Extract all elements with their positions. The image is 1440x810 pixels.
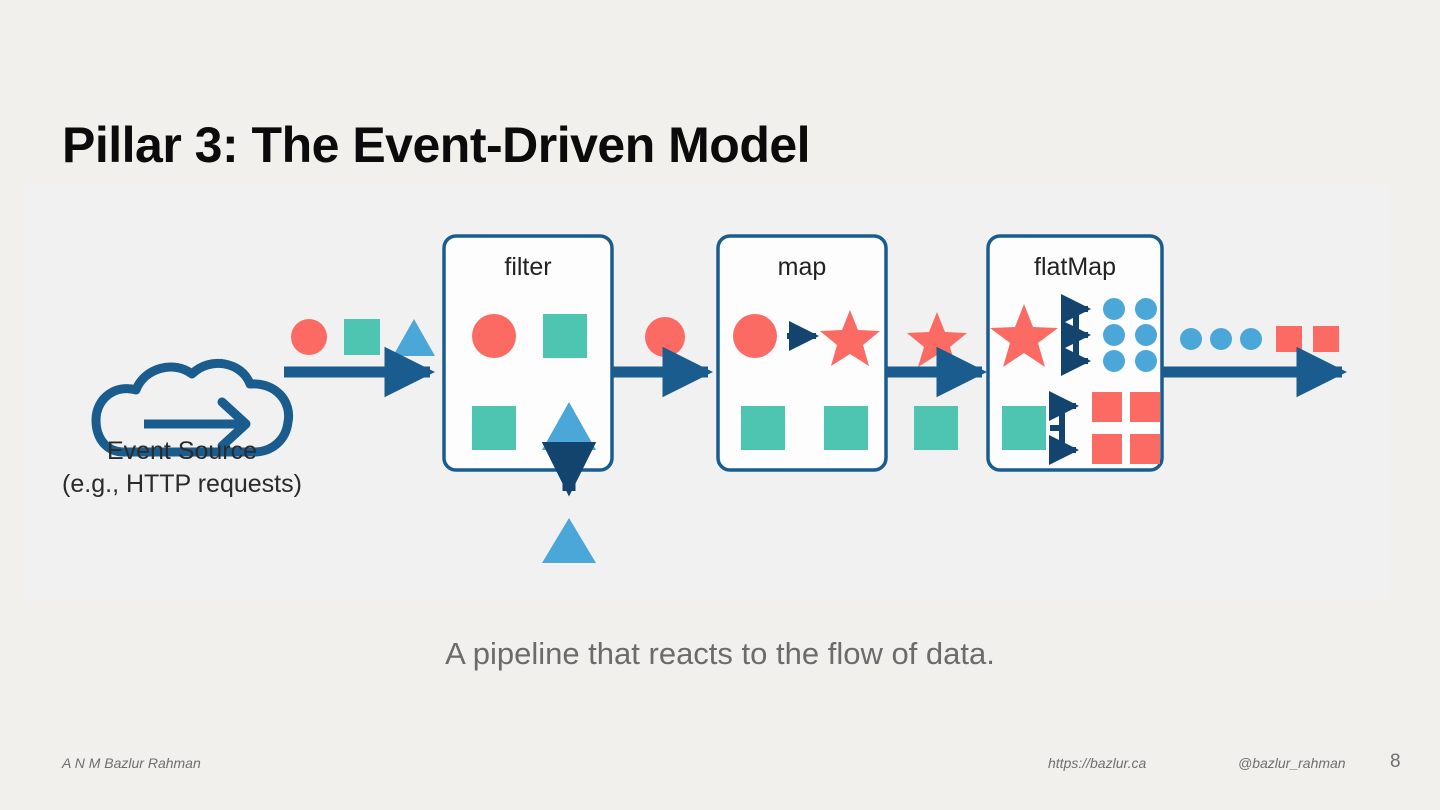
map-source-square-teal <box>741 406 785 450</box>
rejected-triangle-blue <box>542 518 596 563</box>
flatmap-source-square-teal <box>1002 406 1046 450</box>
footer-handle[interactable]: @bazlur_rahman <box>1238 755 1346 771</box>
shape-square-teal <box>344 319 380 355</box>
flatmap-source-star-red <box>990 304 1058 367</box>
map-source-circle-red <box>733 314 777 358</box>
flatmap-result-circles-blue <box>1103 298 1157 372</box>
flatmap-result-squares-red <box>1092 392 1160 464</box>
stage-filter: filter <box>442 234 614 472</box>
stream-after-map-square-teal <box>914 406 958 450</box>
filter-item-triangle-blue <box>542 402 596 450</box>
footer-website[interactable]: https://bazlur.ca <box>1048 755 1147 771</box>
output-square-red <box>1313 326 1339 352</box>
flatmap-fanout-top <box>1061 294 1091 376</box>
circle-blue <box>1135 298 1157 320</box>
event-source-group: Event Source (e.g., HTTP requests) <box>62 358 302 498</box>
footer-page-number: 8 <box>1390 751 1401 772</box>
stage-flatmap: flatMap <box>986 234 1164 472</box>
circle-blue <box>1103 324 1125 346</box>
slide-caption: A pipeline that reacts to the flow of da… <box>445 636 995 671</box>
pipeline-diagram: Event Source (e.g., HTTP requests) filte… <box>62 234 1348 563</box>
filter-item-square-teal-2 <box>472 406 516 450</box>
square-red <box>1092 392 1122 422</box>
circle-blue <box>1103 350 1125 372</box>
stream-after-map-star-red <box>907 312 967 367</box>
output-circle-blue <box>1180 328 1202 350</box>
event-source-label-line1: Event Source <box>107 437 257 465</box>
cloud-icon <box>91 358 294 457</box>
output-circle-blue <box>1210 328 1232 350</box>
square-red <box>1130 434 1160 464</box>
circle-blue <box>1135 350 1157 372</box>
stream-after-filter-circle-red <box>645 317 685 357</box>
event-source-label-line2: (e.g., HTTP requests) <box>62 470 302 498</box>
output-circle-blue <box>1240 328 1262 350</box>
cloud-arrow-head <box>217 397 251 451</box>
stage-filter-label: filter <box>504 253 551 281</box>
shape-circle-red <box>291 319 327 355</box>
stage-map-label: map <box>778 253 827 281</box>
stage-map: map <box>716 234 888 472</box>
input-stream-shapes <box>291 319 435 356</box>
flatmap-fanout-bottom <box>1049 391 1079 465</box>
page-title: Pillar 3: The Event-Driven Model <box>62 116 811 173</box>
filter-item-square-teal-1 <box>543 314 587 358</box>
filter-item-circle-red <box>472 314 516 358</box>
circle-blue <box>1135 324 1157 346</box>
output-square-red <box>1276 326 1302 352</box>
map-result-square-teal <box>824 406 868 450</box>
map-result-star-red <box>820 310 880 366</box>
shape-triangle-blue <box>393 319 435 356</box>
square-red <box>1130 392 1160 422</box>
filter-reject-group <box>541 441 597 563</box>
stage-flatmap-label: flatMap <box>1034 253 1116 281</box>
circle-blue <box>1103 298 1125 320</box>
square-red <box>1092 434 1122 464</box>
footer-author: A N M Bazlur Rahman <box>62 755 201 771</box>
output-stream-shapes <box>1180 326 1339 352</box>
diagram-panel: Event Source (e.g., HTTP requests) filte… <box>24 184 1390 600</box>
